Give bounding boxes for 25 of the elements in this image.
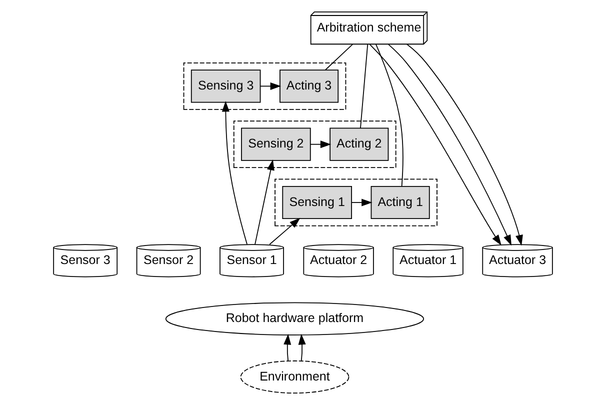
connector <box>360 44 368 128</box>
node-box: Acting 2 <box>330 128 389 161</box>
cluster <box>274 178 438 226</box>
arrow <box>388 44 512 246</box>
arrow <box>369 44 502 246</box>
arrow <box>406 44 523 246</box>
arrow <box>254 159 274 245</box>
cluster <box>183 62 346 110</box>
node-box: Sensing 2 <box>241 128 311 161</box>
connector <box>375 44 404 187</box>
arrow <box>269 218 300 245</box>
node-box: Acting 3 <box>280 70 339 103</box>
arrow <box>284 334 292 362</box>
node-ellipse: Environment <box>240 360 350 394</box>
arrow <box>310 140 332 148</box>
node-box: Sensing 3 <box>190 70 261 103</box>
connector <box>324 44 354 70</box>
arrow <box>260 82 282 90</box>
node-box: Sensing 1 <box>282 186 352 220</box>
node-ellipse: Robot hardware platform <box>165 302 424 336</box>
node-box: Acting 1 <box>370 186 430 220</box>
cluster <box>233 120 396 168</box>
arrow <box>351 198 372 206</box>
arrow <box>298 334 306 362</box>
arrow <box>222 100 248 245</box>
